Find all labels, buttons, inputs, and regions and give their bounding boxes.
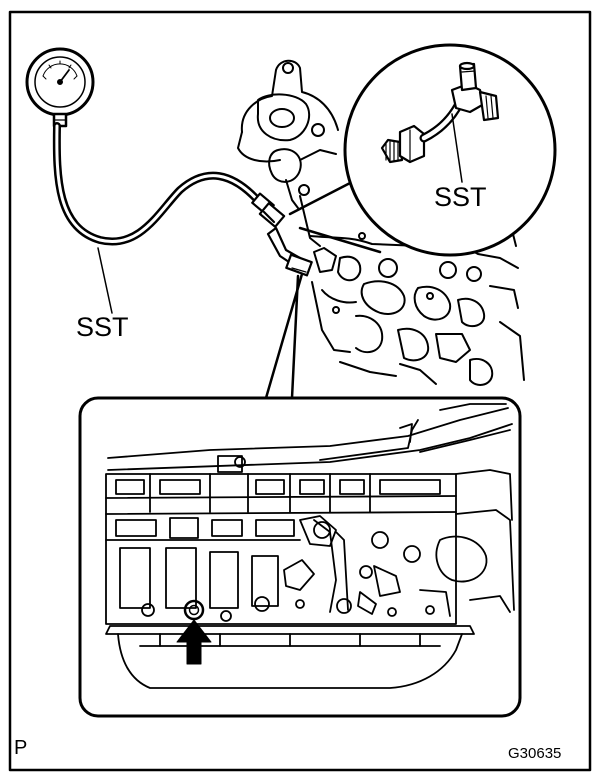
sst-detail-label: SST [434, 182, 487, 212]
transmission-case [237, 59, 525, 386]
inset-view [78, 272, 522, 718]
hose [52, 122, 266, 314]
detail-callout [288, 43, 557, 257]
indicator-arrow [176, 619, 212, 665]
pressure-gauge [25, 47, 95, 128]
outer-frame [8, 10, 592, 772]
hose-fitting [251, 192, 313, 277]
sst-hose-label: SST [76, 312, 129, 342]
figure-code: G30635 [508, 745, 562, 762]
corner-mark: P [14, 737, 28, 759]
